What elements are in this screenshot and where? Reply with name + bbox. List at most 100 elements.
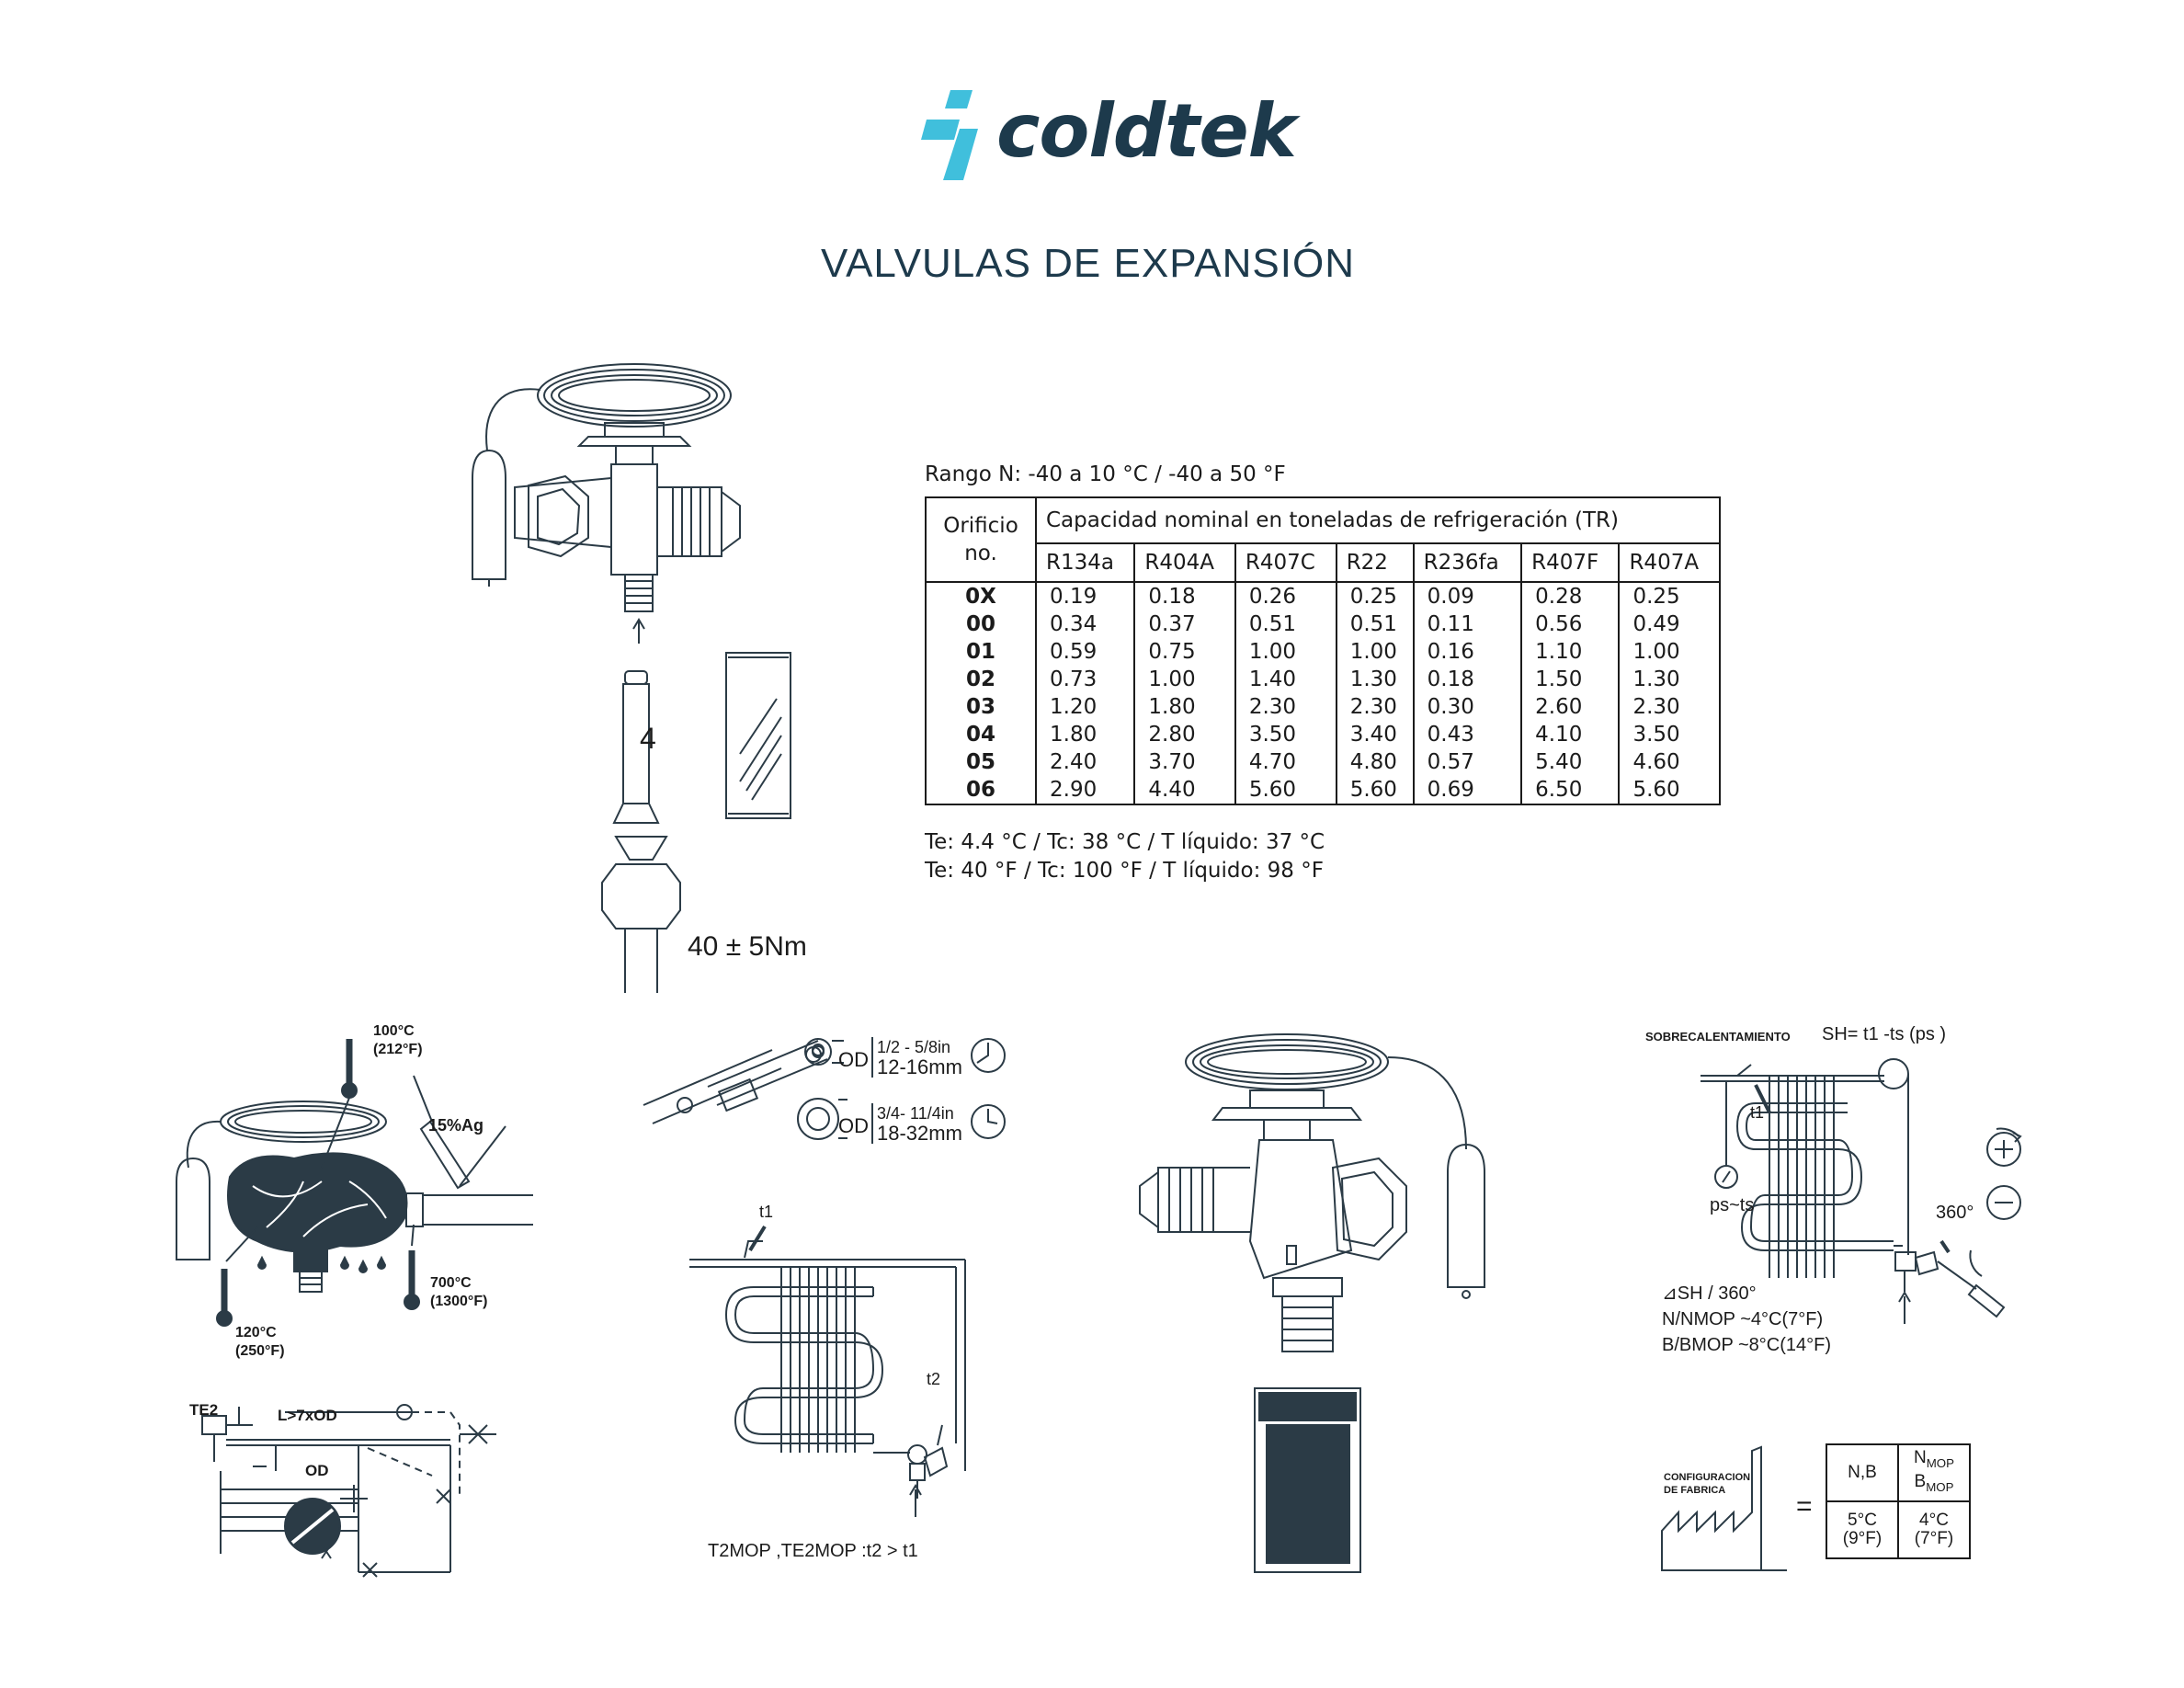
refrigerant-header: R22 — [1335, 542, 1415, 583]
capacity-cell: 0.16 — [1412, 638, 1523, 666]
brazing-temp-pipe: 700°C (1300°F) — [430, 1275, 488, 1309]
clamp-large-size: 3/4- 11/4in 18-32mm — [871, 1103, 962, 1144]
refrigerant-header: R407C — [1234, 542, 1337, 583]
capacity-cell: 2.30 — [1618, 693, 1721, 721]
pipe-clamp-illustration — [634, 1022, 1020, 1160]
superheat-adjustment-illustration — [1701, 1048, 2031, 1342]
capacity-cell: 4.60 — [1618, 748, 1721, 776]
capacity-cell: 5.60 — [1618, 776, 1721, 805]
capacity-cell: 0.57 — [1412, 748, 1523, 776]
superheat-bb-mop: B/BMOP ~8°C(14°F) — [1662, 1335, 1832, 1355]
capacity-cell: 1.80 — [1034, 721, 1136, 748]
clamp-small-size: 1/2 - 5/8in 12-16mm — [871, 1037, 962, 1078]
superheat-delta-label: ⊿SH / 360° — [1662, 1283, 1757, 1304]
factory-label: CONFIGURACION DE FABRICA — [1664, 1472, 1751, 1496]
capacity-cell: 2.30 — [1234, 693, 1337, 721]
orifice-cell: 03 — [925, 693, 1037, 721]
capacity-cell: 0.09 — [1412, 581, 1523, 610]
capacity-header: Capacidad nominal en toneladas de refrig… — [1035, 496, 1721, 544]
superheat-heading: SOBRECALENTAMIENTO — [1645, 1030, 1791, 1044]
capacity-cell: 6.50 — [1520, 776, 1621, 805]
capacity-cell: 0.28 — [1520, 581, 1621, 610]
capacity-cell: 1.80 — [1133, 693, 1236, 721]
superheat-ps-ts-label: ps~ts — [1710, 1195, 1755, 1215]
capacity-cell: 1.00 — [1133, 666, 1236, 693]
capacity-cell: 0.43 — [1412, 721, 1523, 748]
capacity-cell: 4.10 — [1520, 721, 1621, 748]
orifice-cell: 06 — [925, 776, 1037, 805]
capacity-cell: 2.40 — [1034, 748, 1136, 776]
length-rule-label: L>7xOD — [278, 1407, 337, 1424]
capacity-cell: 0.49 — [1618, 610, 1721, 638]
mop-rule-label: T2MOP ,TE2MOP :t2 > t1 — [708, 1541, 918, 1561]
bulb-t1-label: t1 — [759, 1203, 774, 1221]
range-label: Rango N: -40 a 10 °C / -40 a 50 °F — [925, 462, 1286, 486]
capacity-cell: 0.51 — [1335, 610, 1415, 638]
superheat-nn-mop: N/NMOP ~4°C(7°F) — [1662, 1309, 1824, 1329]
capacity-cell: 4.70 — [1234, 748, 1337, 776]
capacity-cell: 1.30 — [1618, 666, 1721, 693]
factory-col1-value: 5°C (9°F) — [1826, 1500, 1899, 1559]
orifice-cell: 00 — [925, 610, 1037, 638]
brand-name: coldtek — [996, 88, 1297, 174]
capacity-cell: 0.56 — [1520, 610, 1621, 638]
installation-layout-illustration — [184, 1397, 496, 1581]
superheat-t1-label: t1 — [1750, 1103, 1765, 1122]
clamp-od-small: OD — [838, 1048, 869, 1071]
solder-label: 15%Ag — [428, 1116, 484, 1135]
orifice-header: Orificio no. — [925, 496, 1037, 583]
capacity-cell: 0.25 — [1618, 581, 1721, 610]
capacity-cell: 0.73 — [1034, 666, 1136, 693]
superheat-formula: SH= t1 -ts (ps ) — [1822, 1024, 1947, 1044]
clamp-od-large: OD — [838, 1114, 869, 1137]
factory-equals: = — [1796, 1491, 1813, 1522]
capacity-cell: 4.80 — [1335, 748, 1415, 776]
orifice-cell: 01 — [925, 638, 1037, 666]
od-label: OD — [305, 1462, 329, 1479]
factory-icon — [1660, 1443, 1789, 1572]
conditions-note: Te: 4.4 °C / Tc: 38 °C / T líquido: 37 °… — [925, 828, 1325, 885]
logo-mark-icon — [921, 90, 978, 180]
capacity-cell: 1.40 — [1234, 666, 1337, 693]
torque-label: 40 ± 5Nm — [688, 931, 807, 962]
brazing-illustration — [165, 1021, 561, 1352]
capacity-cell: 2.60 — [1520, 693, 1621, 721]
capacity-cell: 0.18 — [1412, 666, 1523, 693]
capacity-cell: 1.10 — [1520, 638, 1621, 666]
expansion-valve-exploded-illustration — [460, 349, 809, 993]
capacity-cell: 0.26 — [1234, 581, 1337, 610]
refrigerant-header: R134a — [1034, 542, 1136, 583]
capacity-cell: 0.25 — [1335, 581, 1415, 610]
capacity-cell: 5.60 — [1234, 776, 1337, 805]
refrigerant-header: R407A — [1618, 542, 1721, 583]
capacity-cell: 3.40 — [1335, 721, 1415, 748]
orifice-insert-label: 4 — [640, 722, 656, 755]
capacity-table: Orificio no. Capacidad nominal en tonela… — [925, 496, 1721, 805]
capacity-cell: 0.59 — [1034, 638, 1136, 666]
capacity-cell: 1.00 — [1335, 638, 1415, 666]
superheat-angle-label: 360° — [1936, 1203, 1974, 1223]
capacity-cell: 4.40 — [1133, 776, 1236, 805]
capacity-cell: 2.80 — [1133, 721, 1236, 748]
capacity-cell: 1.30 — [1335, 666, 1415, 693]
capacity-cell: 1.20 — [1034, 693, 1136, 721]
te2-label: TE2 — [189, 1401, 219, 1419]
capacity-cell: 0.75 — [1133, 638, 1236, 666]
orifice-cell: 02 — [925, 666, 1037, 693]
bulb-t2-label: t2 — [927, 1370, 941, 1388]
capacity-cell: 0.11 — [1412, 610, 1523, 638]
capacity-cell: 1.50 — [1520, 666, 1621, 693]
capacity-cell: 0.19 — [1034, 581, 1136, 610]
factory-col2-value: 4°C (7°F) — [1897, 1500, 1971, 1559]
brazing-temp-body: 120°C (250°F) — [235, 1325, 285, 1359]
capacity-cell: 2.90 — [1034, 776, 1136, 805]
